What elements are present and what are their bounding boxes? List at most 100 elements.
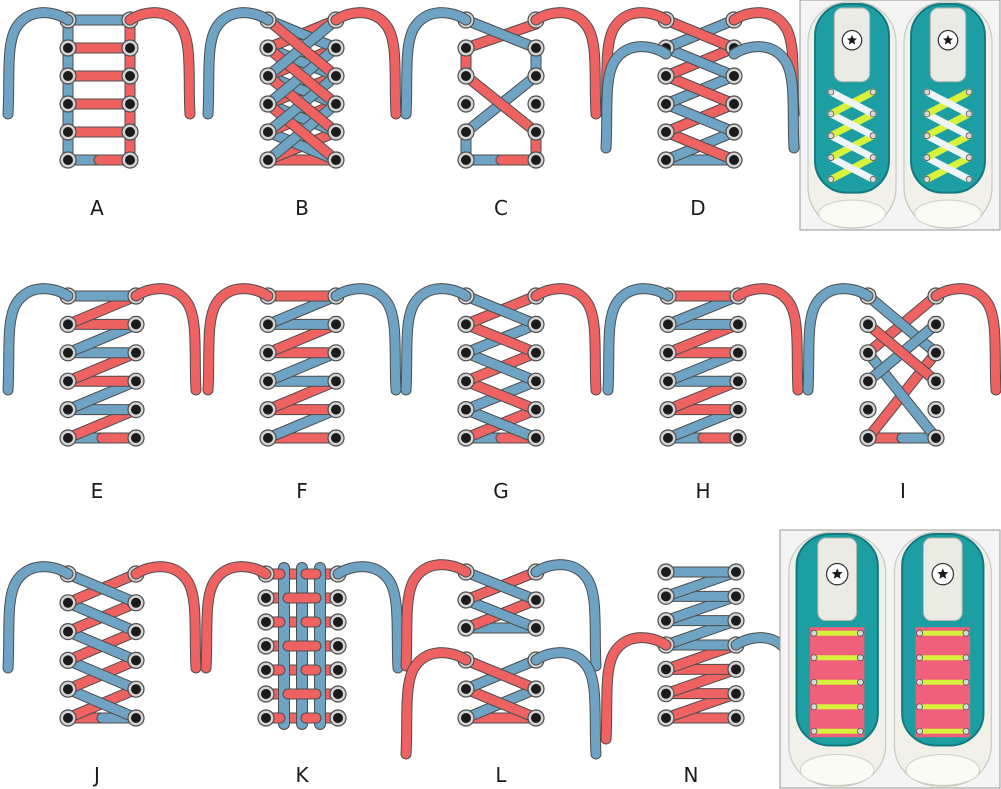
diagram-K-eyelet-r4 (333, 665, 343, 675)
diagram-H-eyelet-r4 (733, 404, 743, 415)
diagram-F-eyelet-r5 (331, 433, 341, 443)
diagram-H-eyelet-r5 (733, 433, 743, 443)
diagram-N-eyelet-r4 (731, 664, 741, 675)
shoe-photo-bottom-right-shoe-eyelet-l1 (916, 654, 923, 662)
diagram-E-eyelet-r5 (131, 433, 141, 443)
diagram-F-right-tail (331, 284, 401, 395)
diagram-I-eyelet-l1 (863, 319, 873, 330)
shoe-photo-bottom-left-shoe-eyelet-r1 (857, 654, 864, 662)
diagram-L-lower-right-tail (531, 648, 601, 759)
diagram-K-eyelet-r6 (333, 713, 343, 723)
diagram-G-cross-b-5 (461, 405, 541, 443)
diagram-D-eyelet-r3 (729, 99, 739, 109)
shoe-photo-top-left-shoe-white-lace-4 (827, 154, 877, 183)
shoe-photo-top-right-shoe-white-lace-2 (923, 110, 973, 140)
diagram-N-eyelet-l0 (661, 567, 671, 577)
diagram-J-blue-cross-3 (63, 627, 141, 665)
diagram-J-eyelet-r4 (131, 684, 141, 695)
diagram-A-eyelet-l3 (63, 99, 73, 109)
diagram-G-eyelet-r4 (531, 404, 541, 415)
diagram-L-eyelet-l1 (461, 595, 471, 605)
diagram-J-eyelet-l1 (63, 597, 73, 608)
shoe-photo-top-left-shoe-eyelet-r4 (869, 175, 877, 183)
diagram-C-eyelet-l4 (461, 127, 471, 137)
diagram-A-eyelet-r1 (125, 43, 135, 53)
diagram-B-eyelet-l3 (263, 99, 273, 109)
diagram-G-eyelet-l4 (461, 404, 471, 415)
diagram-D-eyelet-l3 (661, 99, 671, 109)
diagram-K (200, 561, 404, 730)
shoe-photo-bottom-left-shoe-star-icon (831, 568, 843, 579)
shoe-photo-top (799, 0, 1001, 231)
shoe-photo-top-right-shoe-eyelet-r1 (965, 110, 973, 118)
shoe-photo-top-right-shoe-eyelet-r3 (965, 154, 973, 161)
diagram-I-eyelet-r1 (931, 319, 941, 330)
diagram-E-eyelet-l2 (63, 347, 73, 358)
shoe-photo-top-left-shoe-star-icon (847, 34, 857, 45)
label-C: C (494, 196, 508, 220)
label-N: N (684, 763, 699, 787)
label-K: K (295, 763, 309, 787)
shoe-photo-top-right-shoe-eyelet-l3 (923, 154, 931, 161)
labels-layer: A B C D E F G H I J K L N (90, 196, 906, 787)
shoe-photo-bottom-left-shoe-eyelet-l2 (810, 678, 818, 686)
diagram-J-eyelet-l4 (63, 684, 73, 695)
label-F: F (296, 479, 308, 503)
diagram-A-eyelet-r3 (125, 99, 135, 109)
shoe-photo-top-frame (799, 0, 1001, 231)
shoe-photo-bottom-right-shoe-eyelet-l3 (916, 703, 923, 711)
shoe-photo-top-right-shoe-eyelet-r0 (965, 88, 973, 96)
shoe-photo-top-left-shoe-eyelet-r2 (869, 132, 877, 140)
diagram-G-cross-b-1 (461, 291, 541, 329)
shoe-photo-top-left-shoe-eyelet-r1 (869, 110, 877, 118)
label-H: H (695, 479, 710, 503)
diagram-H (602, 283, 804, 447)
diagram-I-eyelet-r3 (931, 376, 941, 387)
label-A: A (90, 196, 104, 220)
diagram-G-left-tail (401, 284, 471, 395)
diagram-I-eyelet-r5 (931, 433, 941, 443)
diagram-N-eyelet-r5 (731, 688, 741, 699)
diagram-J-blue-cross-2 (63, 598, 141, 637)
diagram-A-eyelet-l1 (63, 43, 73, 53)
shoe-photo-top-right-shoe-canvas (910, 3, 986, 194)
diagram-J-eyelet-r5 (131, 713, 141, 723)
diagram-C-eyelet-l5 (461, 155, 471, 165)
diagram-G-eyelet-l5 (461, 433, 471, 443)
diagram-G-eyelet-l3 (461, 376, 471, 387)
diagram-F-eyelet-r3 (331, 376, 341, 387)
label-E: E (91, 479, 104, 503)
label-B: B (295, 196, 309, 220)
diagram-B-eyelet-l5 (263, 155, 273, 165)
diagram-N-eyelet-l6 (661, 713, 671, 723)
diagram-I (802, 283, 1001, 447)
diagram-K-eyelet-r1 (333, 593, 343, 603)
shoe-photo-bottom-right-shoe-eyelet-l0 (916, 629, 923, 637)
diagram-F-eyelet-l3 (263, 376, 273, 387)
diagram-F-eyelet-r2 (331, 347, 341, 358)
diagram-N-eyelet-l1 (661, 591, 671, 602)
diagram-J-right-tail (131, 562, 201, 673)
diagram-N-eyelet-l4 (661, 664, 671, 675)
diagram-F-eyelet-l1 (263, 319, 273, 330)
shoe-photo-top-left-shoe-eyelet-l4 (827, 175, 835, 183)
diagram-K-eyelet-l6 (261, 713, 271, 723)
diagram-I-eyelet-r4 (931, 404, 941, 415)
diagram-K-left-tail (201, 562, 271, 673)
shoe-photo-bottom-right-shoe-star-icon (937, 568, 949, 579)
shoe-photo-top-right-shoe-toe-cap (914, 199, 982, 229)
diagram-E-eyelet-r2 (131, 347, 141, 358)
shoe-photo-top-right-shoe-white-lace-4 (923, 154, 973, 183)
diagram-E-eyelet-l4 (63, 404, 73, 415)
shoe-photo-bottom-left-shoe-eyelet-l3 (810, 703, 818, 711)
diagram-G-cross-b-4 (461, 376, 541, 415)
diagram-D-cross-b-4 (661, 99, 739, 137)
diagram-F (202, 283, 402, 447)
diagram-L-eyelet-l4 (461, 684, 471, 694)
diagram-C-left-tail (401, 8, 471, 119)
diagram-A-eyelet-l2 (63, 71, 73, 81)
diagram-I-eyelet-r2 (931, 347, 941, 358)
label-L: L (495, 763, 507, 787)
shoe-photo-top-right-shoe-eyelet-l1 (923, 110, 931, 118)
diagram-G-cross-b-2 (461, 319, 541, 358)
